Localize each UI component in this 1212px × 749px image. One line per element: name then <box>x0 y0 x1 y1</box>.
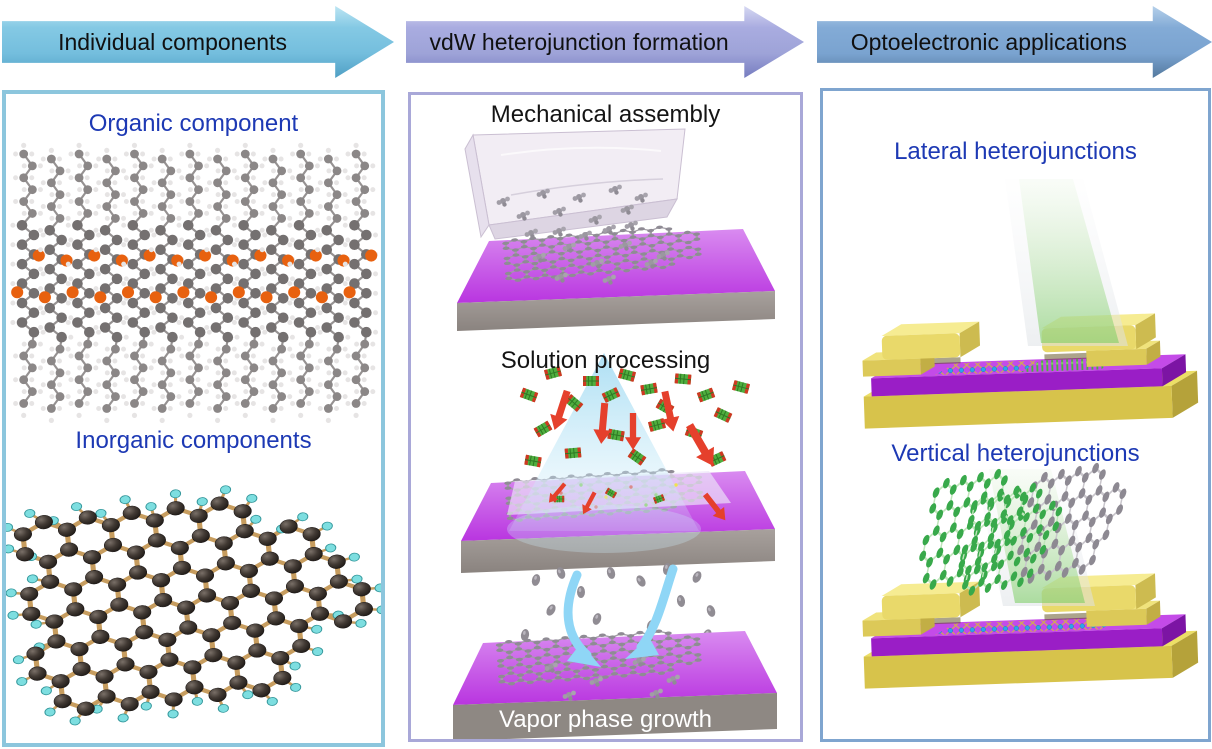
components-illustration <box>6 142 381 726</box>
organic-molecule-array <box>10 142 379 423</box>
workflow-step-1-label: Individual components <box>58 28 287 55</box>
vertical-heterojunction-device <box>862 573 1199 689</box>
inorganic-components-title: Inorganic components <box>75 427 312 454</box>
lateral-device-scene <box>862 179 1199 429</box>
lateral-heterojunctions-title: Lateral heterojunctions <box>894 138 1137 165</box>
formation-illustration <box>453 128 777 739</box>
stacked-gray-sheet <box>1017 462 1127 584</box>
solution-processing-scene <box>461 353 775 573</box>
vertical-heterojunctions-title: Vertical heterojunctions <box>891 440 1140 467</box>
stacked-green-sheet <box>958 482 1063 596</box>
vapor-phase-growth-title: Vapor phase growth <box>498 706 713 733</box>
panel-vdw-heterojunction-formation: Mechanical assembly Solution processing … <box>408 92 803 742</box>
panel-optoelectronic-applications: Lateral heterojunctions Vertical heteroj… <box>820 88 1211 742</box>
graphene-flake <box>6 485 381 726</box>
workflow-arrow-optoelectronic-applications: Optoelectronic applications <box>817 6 1212 78</box>
organic-component-title: Organic component <box>88 110 299 137</box>
workflow-step-2-label: vdW heterojunction formation <box>429 28 729 55</box>
mechanical-assembly-title: Mechanical assembly <box>490 101 721 128</box>
solution-processing-title: Solution processing <box>500 347 711 374</box>
vapor-phase-growth-scene <box>453 563 777 739</box>
mechanical-assembly-scene <box>457 128 775 331</box>
applications-illustration <box>862 179 1199 689</box>
workflow-arrow-vdw-heterojunction-formation: vdW heterojunction formation <box>406 6 804 78</box>
workflow-step-3-label: Optoelectronic applications <box>850 28 1127 55</box>
lateral-heterojunction-device <box>862 313 1199 429</box>
panel-individual-components: Organic component Inorganic components <box>2 90 385 747</box>
vertical-device-scene <box>862 462 1199 689</box>
workflow-arrow-individual-components: Individual components <box>2 6 394 78</box>
